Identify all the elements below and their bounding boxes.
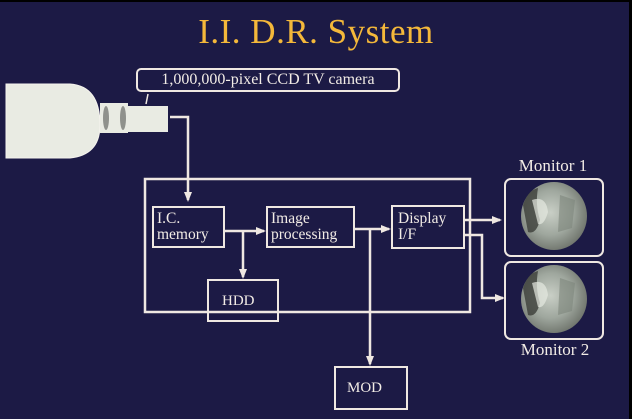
right-border: [629, 0, 632, 419]
hdd-label: HDD: [222, 293, 255, 309]
monitor-2-label: Monitor 2: [520, 340, 590, 359]
hdd-box: [207, 279, 279, 322]
monitor-1: [504, 178, 604, 257]
monitor-2: [504, 261, 604, 340]
monitor-1-label: Monitor 1: [518, 156, 588, 175]
camera-callout-line: [145, 93, 149, 105]
mod-box: [334, 366, 408, 410]
system-enclosure: [143, 177, 472, 314]
mod-label: MOD: [347, 380, 383, 396]
image-processing-label: Image processing: [271, 211, 337, 243]
ccd-camera-icon: [128, 106, 168, 132]
diagram-title: I.I. D.R. System: [198, 12, 434, 51]
image-processing-box: [266, 206, 355, 248]
image-processing-label-line-2: processing: [271, 226, 338, 243]
ic-memory-box: [152, 206, 225, 248]
connector-camera-to-memory: [170, 115, 192, 202]
ic-memory-label-line-2: memory: [157, 226, 209, 243]
display-if-label-line-2: I/F: [398, 226, 417, 243]
connector-display-to-monitor-2: [464, 233, 505, 302]
top-border: [0, 0, 632, 2]
display-if-label-line-1: Display: [398, 210, 447, 227]
ic-memory-label: I.C. memory: [157, 211, 209, 243]
display-if-box: [391, 205, 465, 249]
camera-label: 1,000,000-pixel CCD TV camera: [136, 68, 400, 92]
image-intensifier-icon: [5, 83, 101, 159]
display-if-label: Display I/F: [398, 211, 446, 243]
lens-icon: [100, 103, 128, 133]
image-processing-label-line-1: Image: [271, 210, 310, 227]
ic-memory-label-line-1: I.C.: [157, 210, 181, 227]
